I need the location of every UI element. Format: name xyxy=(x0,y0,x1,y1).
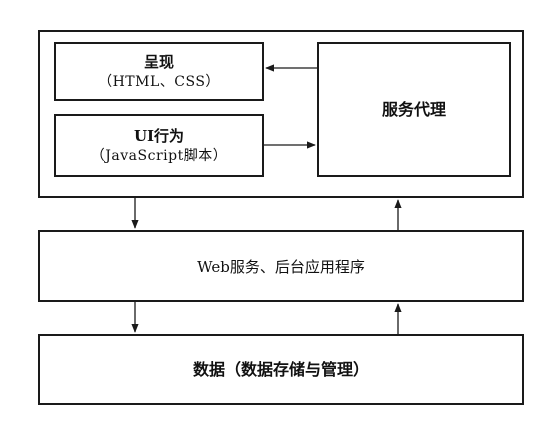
presentation-title: 呈现 xyxy=(143,52,174,71)
ui-behavior-box: UI行为 （JavaScript脚本） xyxy=(54,114,264,177)
ui-behavior-subtitle: （JavaScript脚本） xyxy=(90,147,228,164)
service-proxy-box: 服务代理 xyxy=(317,42,511,177)
ui-behavior-title: UI行为 xyxy=(133,126,185,145)
data-layer-box: 数据（数据存储与管理） xyxy=(38,334,524,405)
web-services-title: Web服务、后台应用程序 xyxy=(197,257,365,276)
service-proxy-title: 服务代理 xyxy=(381,99,446,119)
presentation-box: 呈现 （HTML、CSS） xyxy=(54,42,264,101)
presentation-subtitle: （HTML、CSS） xyxy=(98,73,220,90)
web-services-box: Web服务、后台应用程序 xyxy=(38,230,524,302)
data-layer-title: 数据（数据存储与管理） xyxy=(192,359,369,379)
